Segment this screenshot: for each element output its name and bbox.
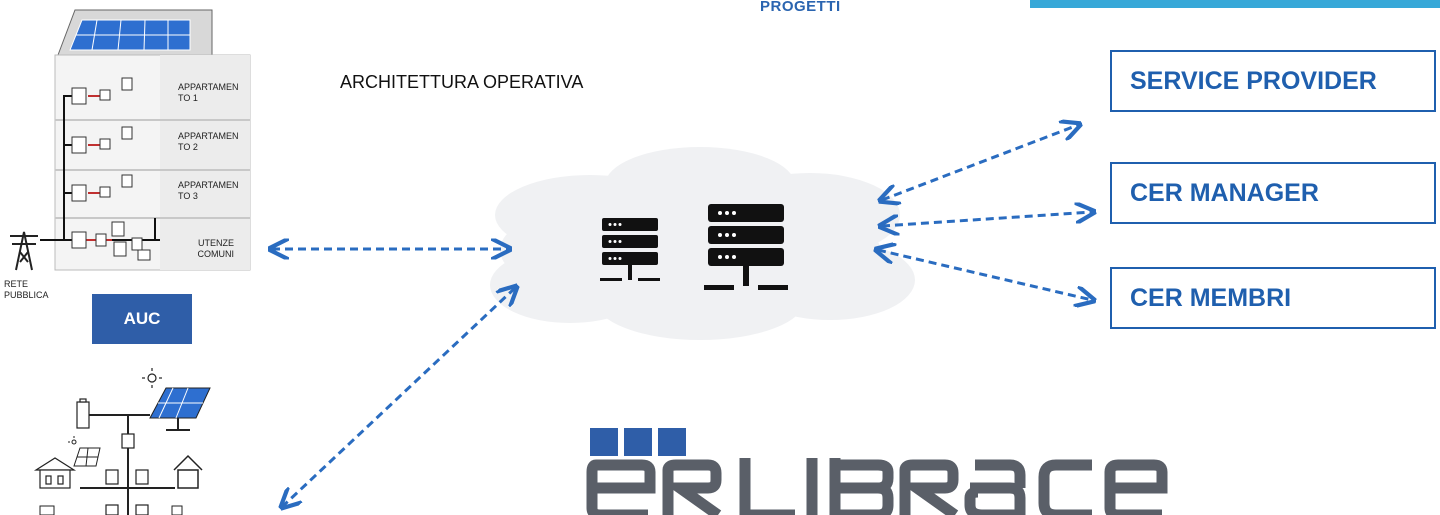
grid-label: RETE PUBBLICA — [4, 279, 49, 300]
auc-badge: AUC — [92, 294, 192, 344]
cer-membri-box: CER MEMBRI — [1110, 267, 1436, 329]
arrow-cloud-cer-manager — [882, 212, 1092, 226]
server-icon — [704, 204, 788, 290]
arrow-cloud-cer-membri — [878, 250, 1092, 300]
arrow-cloud-service-provider — [882, 125, 1078, 200]
sun-icon — [142, 368, 162, 388]
battery-icon — [76, 398, 90, 429]
cloud-shape — [490, 147, 915, 340]
house-icon — [173, 454, 203, 489]
service-provider-box: SERVICE PROVIDER — [1110, 50, 1436, 112]
common-utilities-label: UTENZE COMUNI — [197, 238, 235, 259]
sun-icon — [68, 436, 77, 445]
page-header-title: PROGETTI — [760, 0, 841, 15]
power-pylon-icon — [10, 231, 38, 271]
arrow-cloud-community — [283, 288, 515, 506]
apartment-2-label: APPARTAMEN TO 2 — [178, 131, 239, 152]
server-icon — [600, 218, 660, 281]
architecture-title: ARCHITETTURA OPERATIVA — [340, 72, 584, 92]
cer-manager-box: CER MANAGER — [1110, 162, 1436, 224]
er-librace-logo — [586, 428, 1168, 515]
apartment-building-illustration — [10, 9, 251, 271]
apartment-3-label: APPARTAMEN TO 3 — [178, 180, 239, 201]
school-building-icon — [33, 457, 77, 489]
connection-arrows — [272, 125, 1092, 506]
energy-community-illustration — [33, 368, 211, 515]
apartment-1-label: APPARTAMEN TO 1 — [178, 82, 239, 103]
solar-panel-icon — [69, 19, 191, 51]
solar-panel-icon — [73, 447, 101, 467]
top-accent-bar — [1030, 0, 1440, 8]
solar-panel-icon — [149, 387, 211, 431]
